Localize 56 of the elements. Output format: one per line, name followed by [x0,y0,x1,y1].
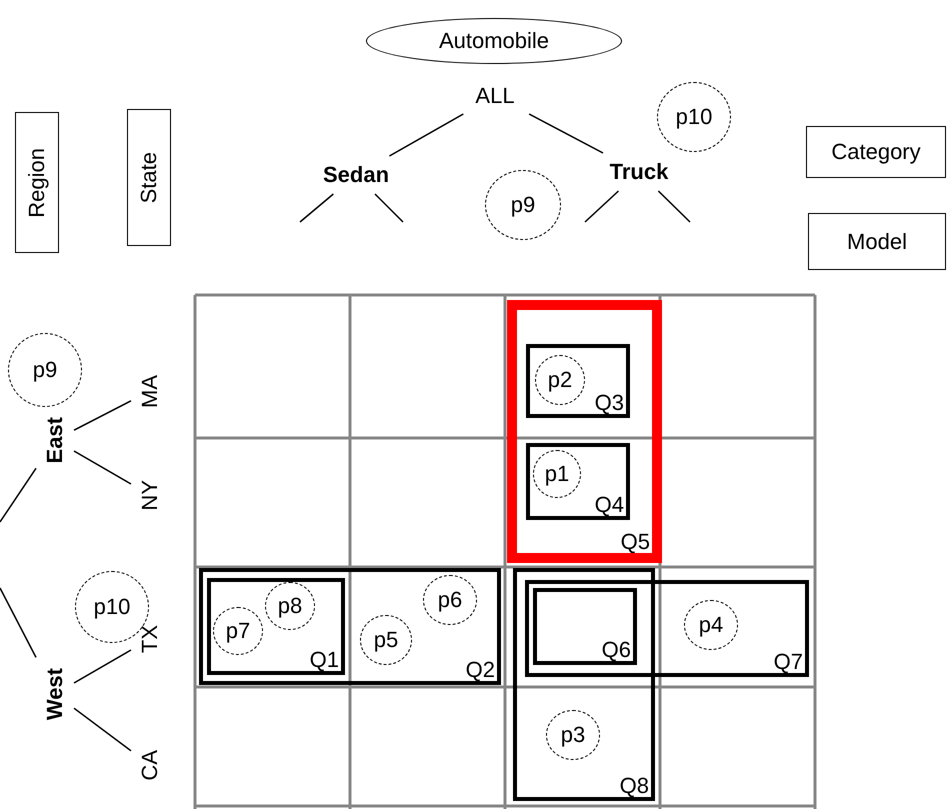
point-marker: p8 [265,582,315,630]
point-marker: p6 [423,575,477,625]
tree-line [0,588,37,658]
tree-line [300,193,334,223]
query-rectangle [513,568,655,801]
tree-line [374,193,404,223]
query-rectangle [207,578,345,675]
query-label: Q6 [602,639,631,661]
query-label: Q3 [594,392,624,414]
query-label: Q2 [466,659,495,681]
level-box [808,213,946,270]
query-rectangle [525,580,809,677]
tree-line [584,190,619,223]
hierarchy-label: Truck [593,157,685,187]
query-label: Q4 [594,494,624,516]
query-label: Q7 [774,651,803,673]
point-marker: p1 [533,450,581,498]
query-label: Q5 [620,531,650,553]
hierarchy-label: CA [135,740,165,790]
level-box [806,126,946,178]
hierarchy-label: Sedan [308,160,404,190]
tree-line [74,400,132,431]
query-rectangle [507,300,662,563]
level-label: Category [831,139,921,165]
hierarchy-label: MA [135,365,165,417]
ellipse-node: Automobile [366,18,622,64]
query-rectangle [199,568,501,685]
query-rectangle [526,344,630,418]
tree-line [528,113,604,154]
point-marker: p2 [535,355,585,405]
query-label: Q8 [620,775,649,797]
query-rectangle [526,443,630,520]
hierarchy-label: NY [135,470,165,520]
level-label: Model [847,228,907,254]
query-rectangle [533,588,637,665]
tree-line [0,468,37,522]
hierarchy-label: ALL [460,82,530,110]
hierarchy-label: East [40,404,70,476]
point-marker: p3 [546,710,600,760]
level-box [15,112,59,253]
level-label: State [138,152,160,204]
level-label: Region [26,148,48,218]
tree-line [74,649,132,684]
point-marker: p9 [8,333,82,407]
hierarchy-label: West [40,656,70,732]
point-marker: p7 [213,607,263,655]
tree-line [74,708,132,752]
query-label: Q1 [310,649,339,671]
level-box [127,109,171,246]
tree-line [74,450,132,485]
tree-line [658,190,691,223]
point-marker: p5 [360,615,412,665]
tree-line [389,113,464,157]
point-marker: p9 [485,170,561,240]
point-marker: p4 [684,600,738,650]
point-marker: p10 [657,82,731,152]
